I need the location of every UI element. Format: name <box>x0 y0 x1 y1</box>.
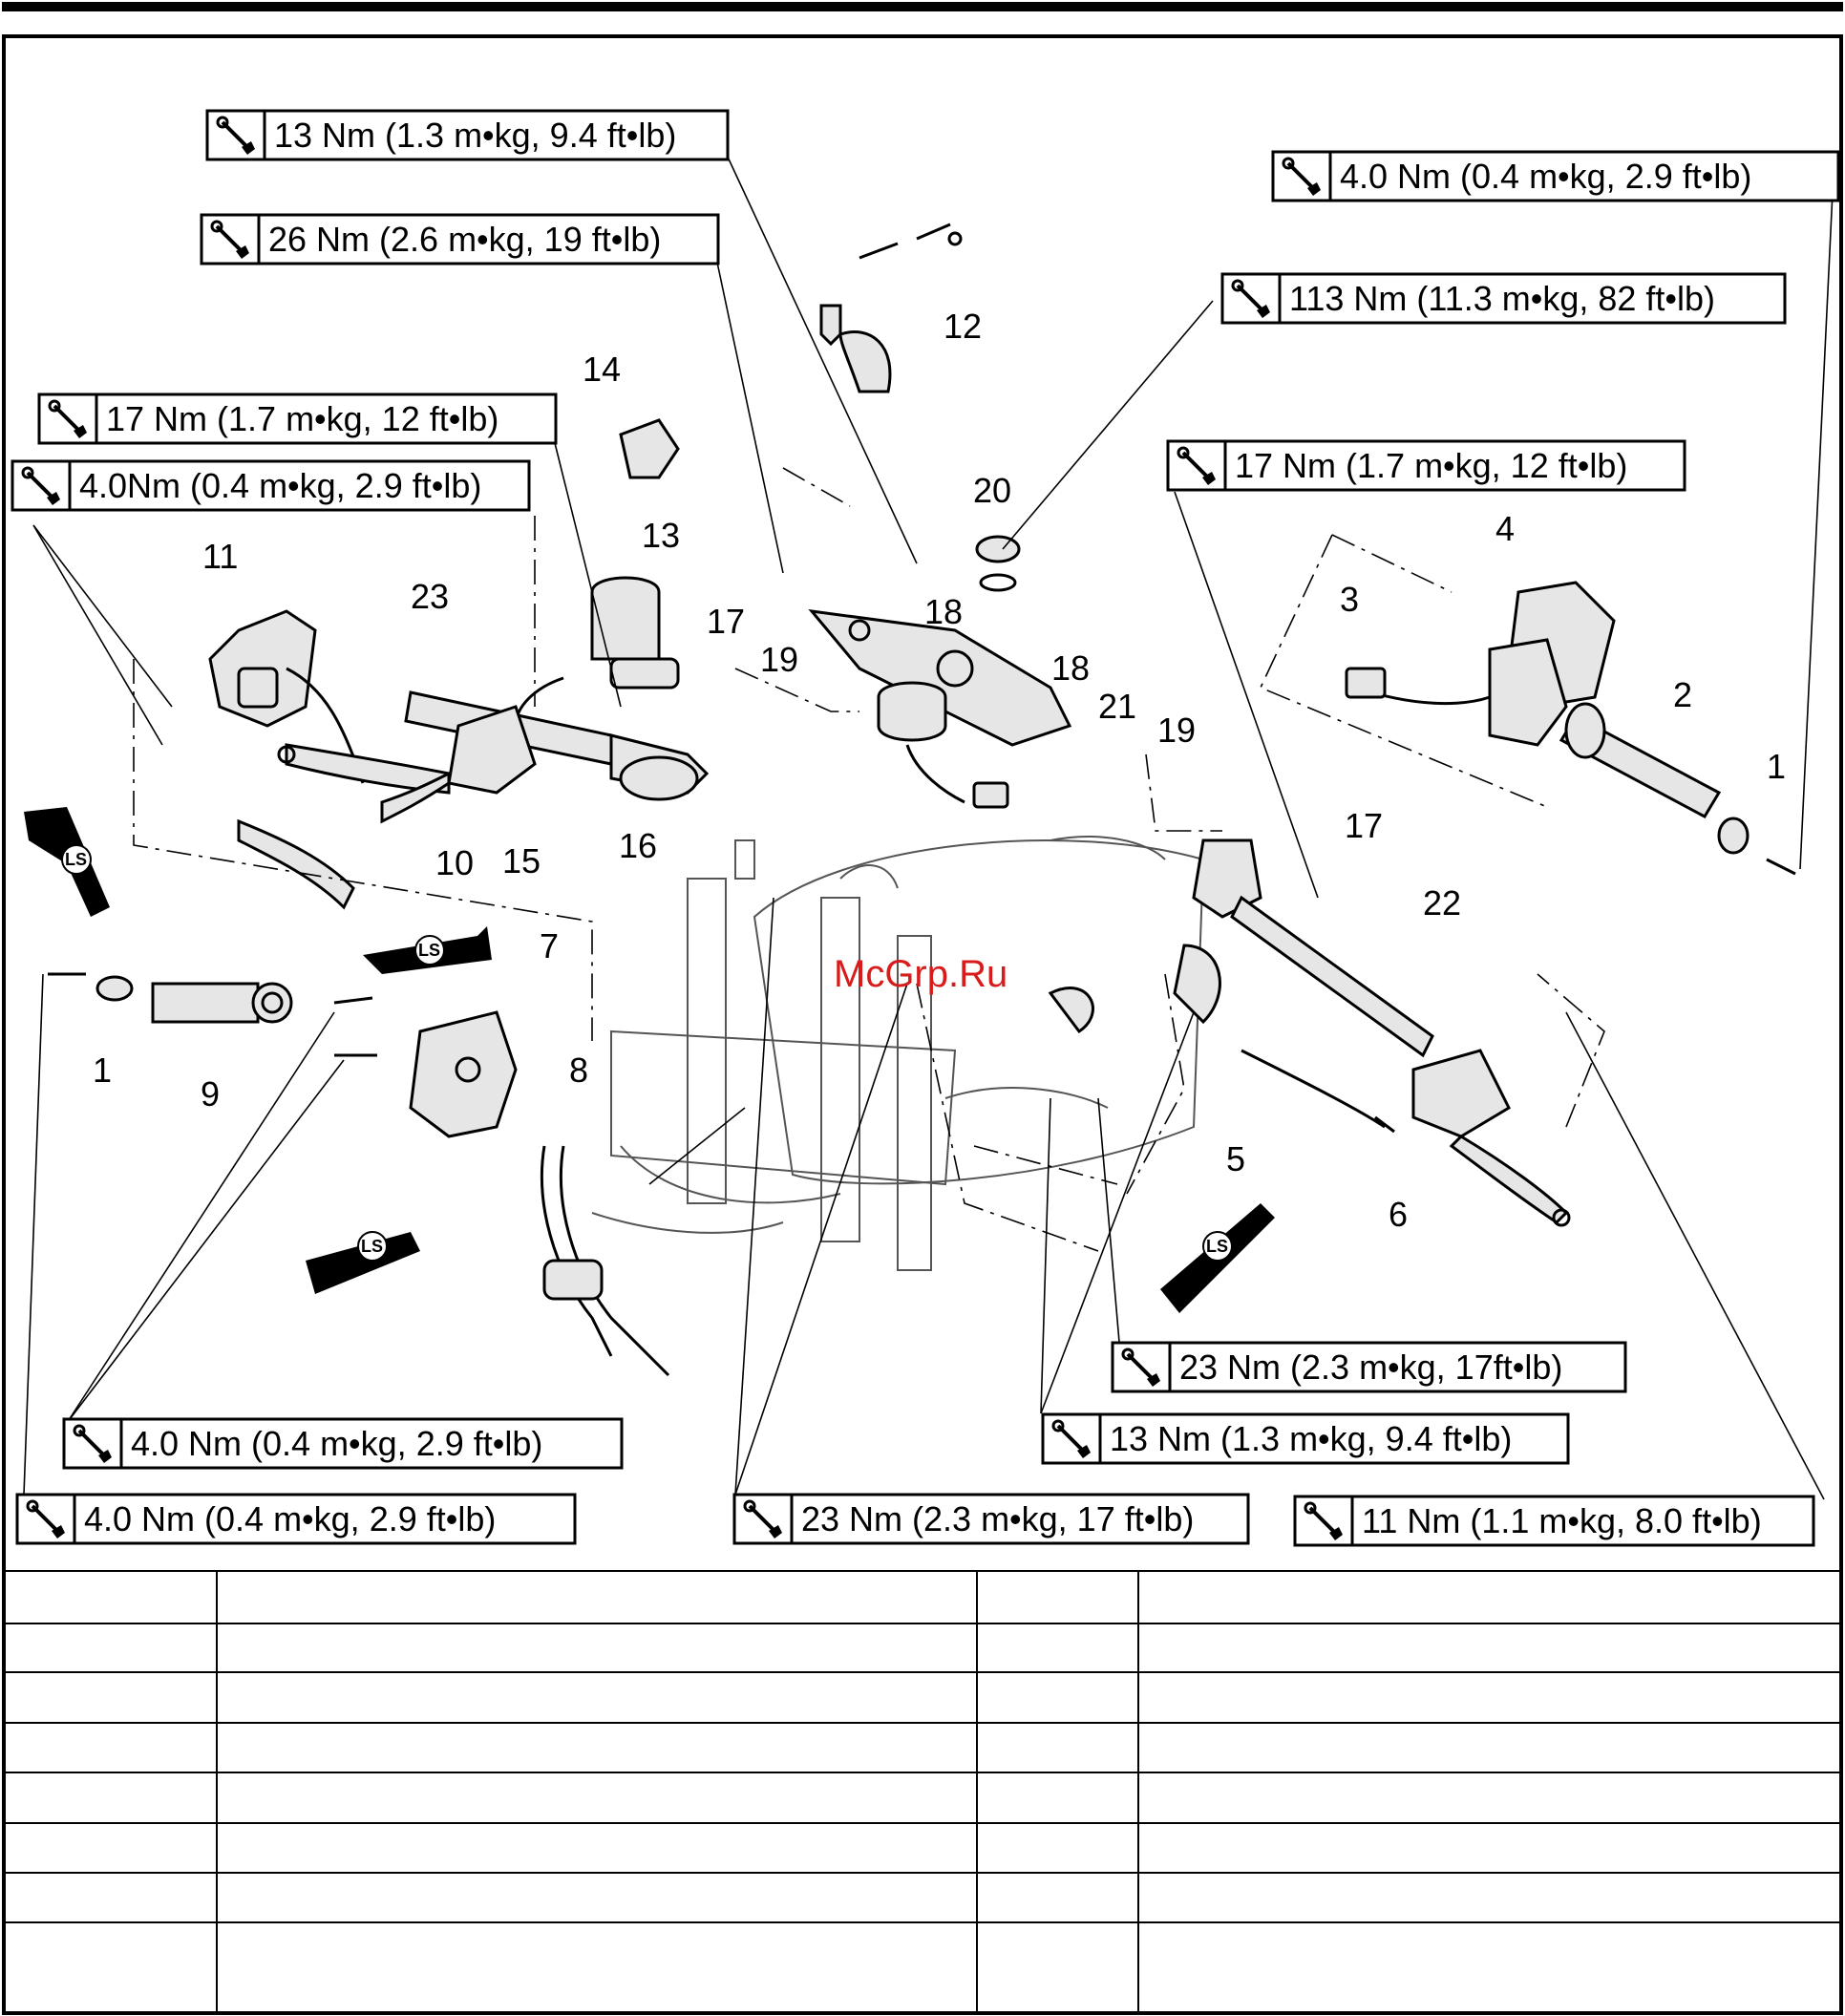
callout-3: 3 <box>1340 580 1359 619</box>
upper-bracket <box>819 223 963 393</box>
right-handlebar <box>1048 838 1434 1058</box>
right-throttle-grip <box>1559 702 1796 876</box>
clutch-lever-right <box>1241 1049 1571 1227</box>
callout-19: 19 <box>760 640 798 679</box>
callout-22: 22 <box>1423 883 1461 923</box>
ls-label: LS <box>65 850 87 869</box>
left-throttle-grip <box>48 972 293 1024</box>
callout-19: 19 <box>1157 711 1196 750</box>
torque-label-3: 17 Nm (1.7 m•kg, 12 ft•lb) <box>37 393 558 445</box>
callout-17: 17 <box>707 602 745 641</box>
torque-label-4: 4.0Nm (0.4 m•kg, 2.9 ft•lb) <box>11 459 531 512</box>
callout-18: 18 <box>1051 648 1090 688</box>
torque-label-7: 17 Nm (1.7 m•kg, 12 ft•lb) <box>1166 439 1686 492</box>
fork-assembly-ghost <box>591 836 1205 1271</box>
grease-marker-left-top: LS <box>24 807 110 917</box>
callout-5: 5 <box>1226 1139 1245 1178</box>
callout-1: 1 <box>93 1050 112 1090</box>
grease-marker-middle: LS <box>363 926 492 974</box>
ls-label: LS <box>361 1237 383 1256</box>
torque-label-text: 26 Nm (2.6 m•kg, 19 ft•lb) <box>268 220 661 259</box>
torque-label-text: 13 Nm (1.3 m•kg, 9.4 ft•lb) <box>1110 1419 1512 1458</box>
callout-9: 9 <box>201 1074 220 1114</box>
callout-21: 21 <box>1098 687 1136 726</box>
callout-13: 13 <box>642 516 680 555</box>
throttle-cables <box>541 1145 670 1377</box>
callout-16: 16 <box>619 826 657 865</box>
torque-label-10: 4.0 Nm (0.4 m•kg, 2.9 ft•lb) <box>62 1417 624 1470</box>
callout-20: 20 <box>973 471 1011 510</box>
torque-label-text: 17 Nm (1.7 m•kg, 12 ft•lb) <box>1235 446 1627 485</box>
page-frame <box>2 34 1843 2015</box>
torque-label-13: 11 Nm (1.1 m•kg, 8.0 ft•lb) <box>1293 1495 1815 1547</box>
leader-lines <box>23 152 1834 1500</box>
watermark: McGrp.Ru <box>834 953 1007 995</box>
clutch-lever-left <box>277 743 451 795</box>
callout-4: 4 <box>1495 509 1515 548</box>
callout-8: 8 <box>569 1050 588 1090</box>
torque-label-5: 4.0 Nm (0.4 m•kg, 2.9 ft•lb) <box>1271 150 1840 202</box>
callout-14: 14 <box>583 350 621 389</box>
torque-label-9: 13 Nm (1.3 m•kg, 9.4 ft•lb) <box>1041 1412 1570 1465</box>
callout-15: 15 <box>502 841 541 881</box>
torque-label-text: 23 Nm (2.3 m•kg, 17 ft•lb) <box>801 1499 1194 1539</box>
torque-label-text: 4.0 Nm (0.4 m•kg, 2.9 ft•lb) <box>131 1424 542 1463</box>
callout-23: 23 <box>411 577 449 616</box>
callout-10: 10 <box>435 843 474 882</box>
callout-12: 12 <box>944 307 982 346</box>
torque-label-text: 23 Nm (2.3 m•kg, 17ft•lb) <box>1179 1348 1562 1387</box>
front-brake-master-cylinder <box>380 418 680 824</box>
torque-label-text: 13 Nm (1.3 m•kg, 9.4 ft•lb) <box>274 116 676 155</box>
upper-triple-clamp <box>808 535 1072 809</box>
torque-label-text: 11 Nm (1.1 m•kg, 8.0 ft•lb) <box>1362 1501 1762 1540</box>
right-handlebar-switch <box>1345 581 1616 747</box>
part-callouts: 1 1 2 3 4 5 6 7 8 9 10 11 12 13 14 15 16… <box>93 307 1786 1234</box>
left-handlebar-switch <box>208 609 365 910</box>
callout-6: 6 <box>1389 1195 1408 1234</box>
torque-label-text: 4.0 Nm (0.4 m•kg, 2.9 ft•lb) <box>1340 157 1751 196</box>
ls-label: LS <box>418 941 440 960</box>
callout-1: 1 <box>1767 747 1786 786</box>
ls-label: LS <box>1206 1237 1228 1256</box>
grease-marker-bottom-left: LS <box>306 1231 420 1294</box>
parts-table <box>4 1570 1841 2013</box>
callout-18: 18 <box>924 592 963 631</box>
callout-7: 7 <box>540 926 559 966</box>
callout-11: 11 <box>202 537 238 576</box>
throttle-housing <box>333 996 518 1138</box>
assembly-dash-lines <box>133 467 1605 1252</box>
torque-label-2: 26 Nm (2.6 m•kg, 19 ft•lb) <box>200 213 720 265</box>
callout-2: 2 <box>1673 675 1692 714</box>
top-rule <box>2 2 1843 11</box>
torque-label-11: 4.0 Nm (0.4 m•kg, 2.9 ft•lb) <box>15 1493 577 1545</box>
torque-label-text: 113 Nm (11.3 m•kg, 82 ft•lb) <box>1289 279 1715 318</box>
torque-label-12: 23 Nm (2.3 m•kg, 17 ft•lb) <box>732 1493 1250 1545</box>
torque-label-text: 4.0Nm (0.4 m•kg, 2.9 ft•lb) <box>79 466 481 505</box>
torque-label-6: 113 Nm (11.3 m•kg, 82 ft•lb) <box>1220 272 1787 325</box>
callout-17: 17 <box>1345 806 1383 845</box>
torque-label-8: 23 Nm (2.3 m•kg, 17ft•lb) <box>1111 1341 1627 1393</box>
grease-marker-right: LS <box>1160 1203 1275 1313</box>
torque-label-text: 4.0 Nm (0.4 m•kg, 2.9 ft•lb) <box>84 1499 496 1539</box>
torque-label-1: 13 Nm (1.3 m•kg, 9.4 ft•lb) <box>205 109 730 161</box>
torque-label-text: 17 Nm (1.7 m•kg, 12 ft•lb) <box>106 399 498 438</box>
